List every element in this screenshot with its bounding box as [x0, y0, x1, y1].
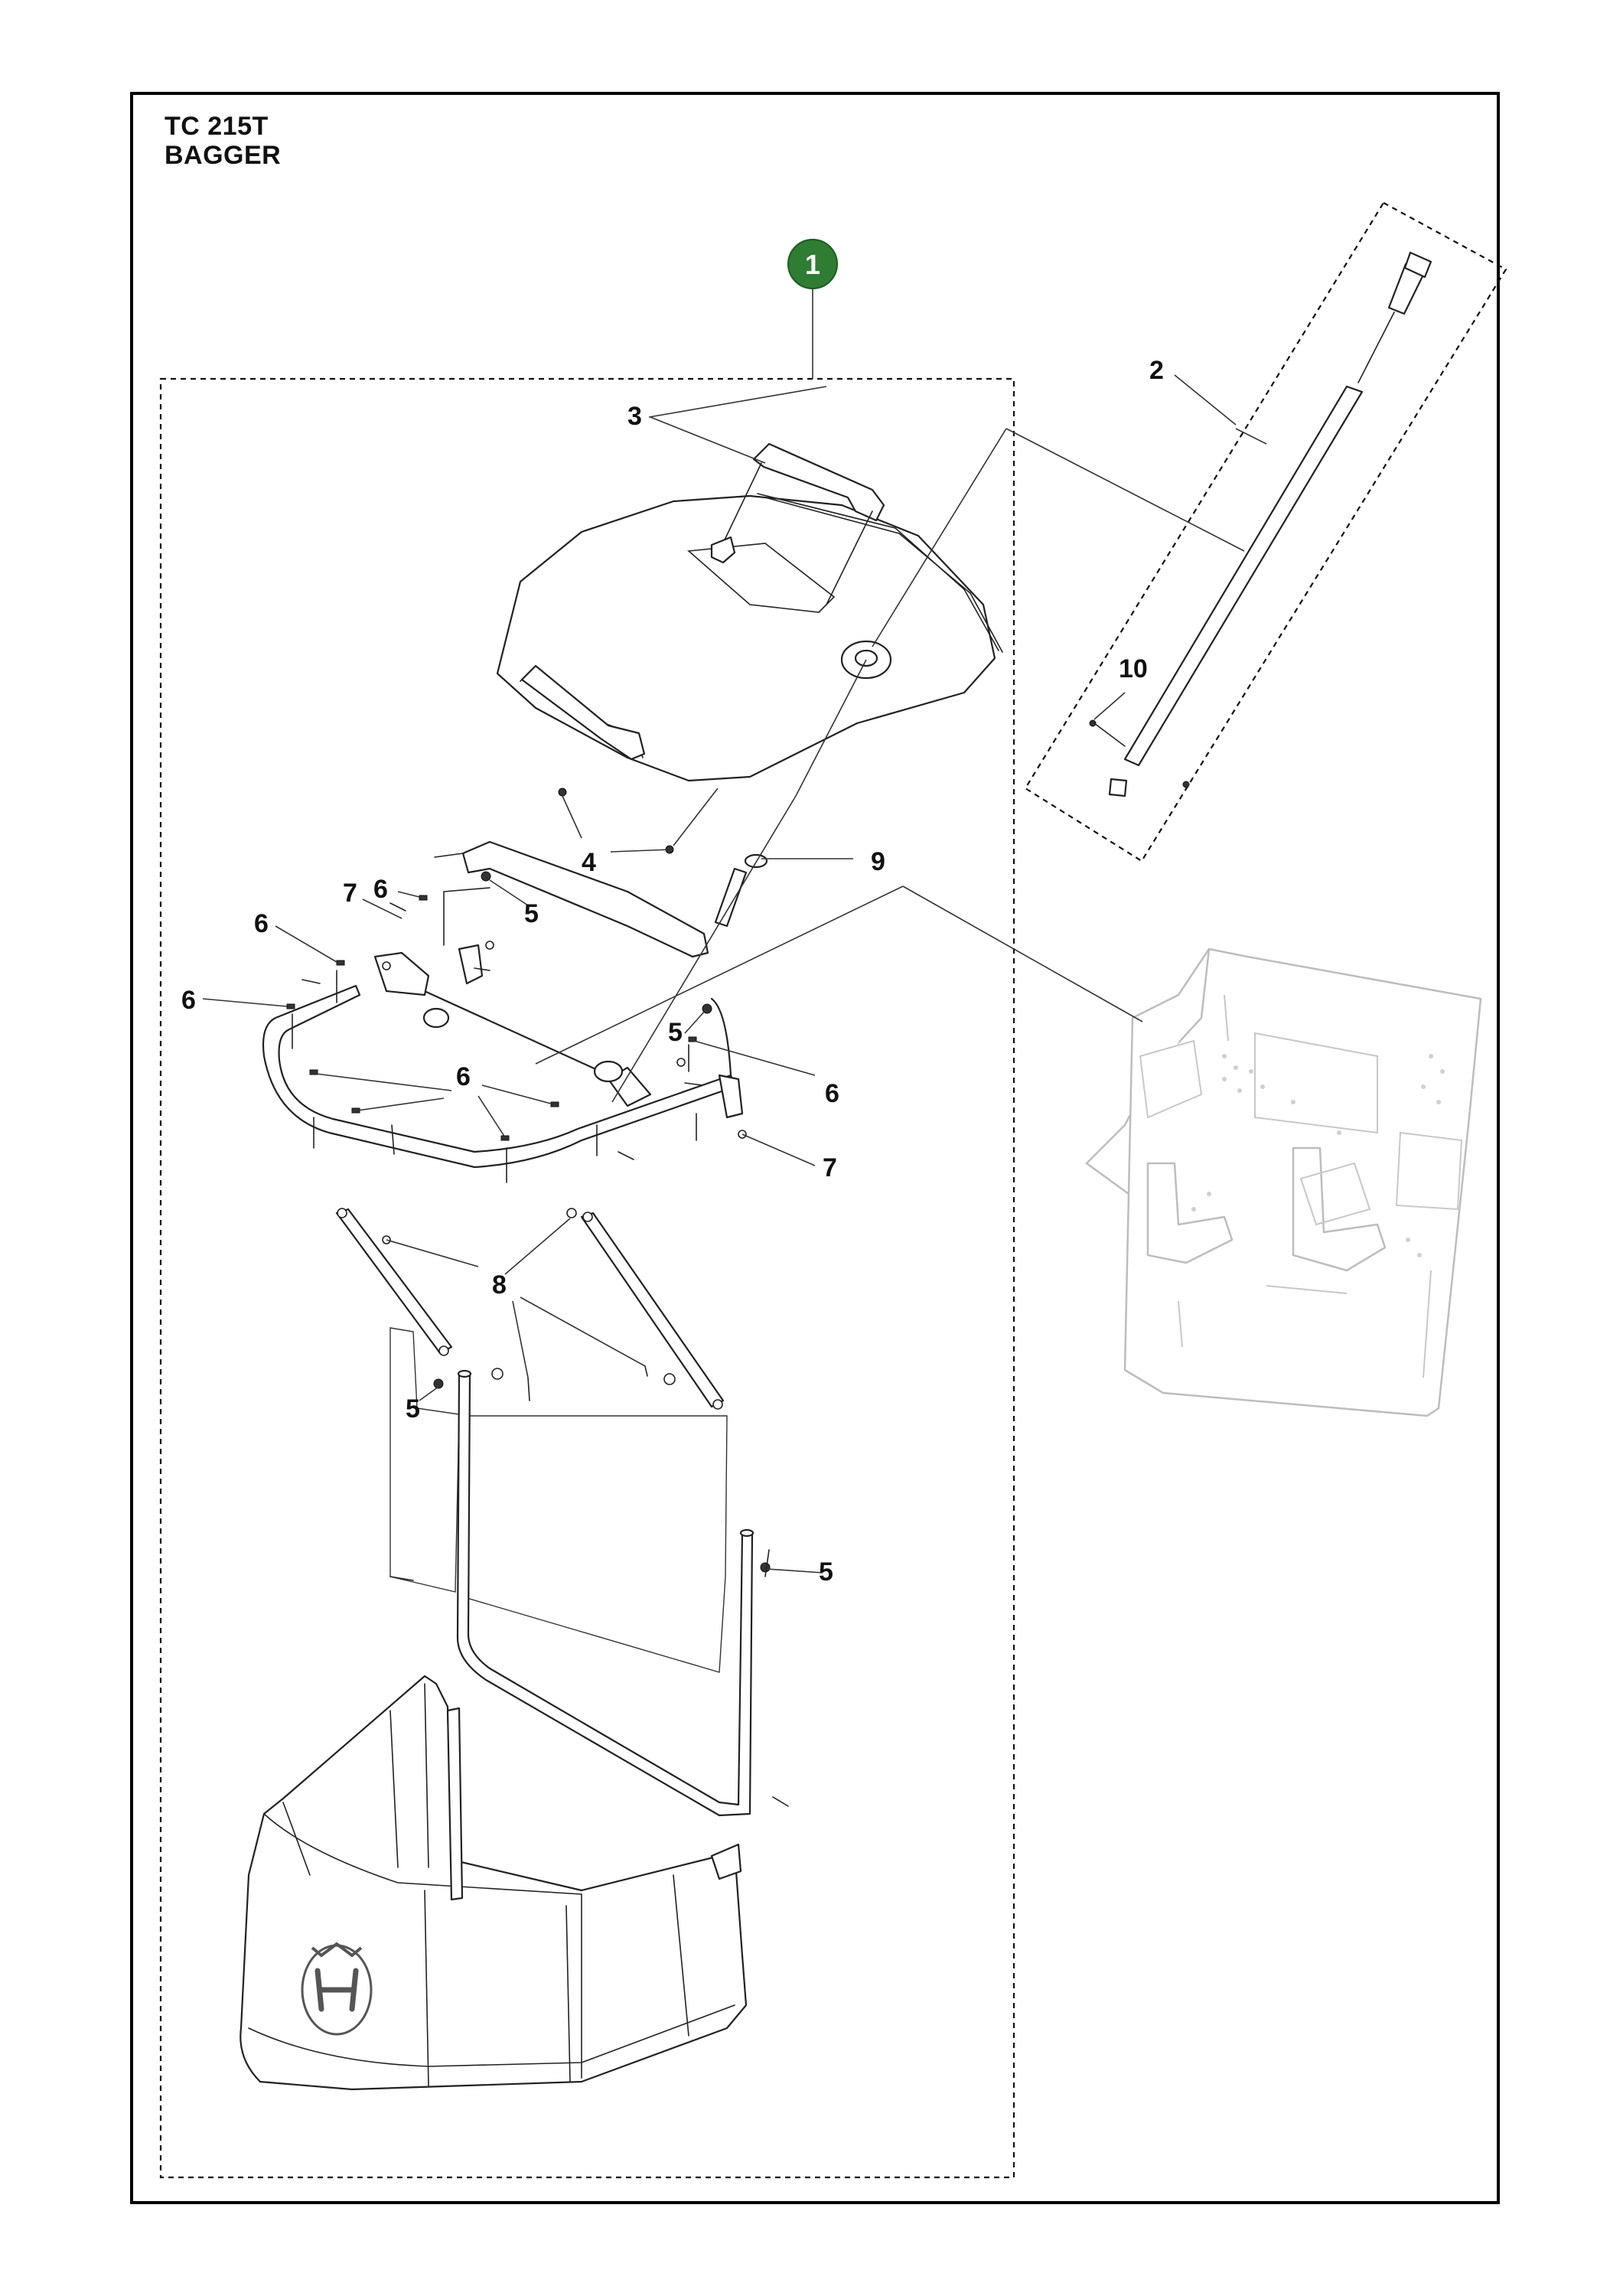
husqvarna-crown-logo-icon	[301, 1942, 373, 2036]
callout-7-left: 7	[343, 879, 357, 908]
callout-6-far-left: 6	[181, 986, 196, 1015]
callout-6-right: 6	[825, 1079, 839, 1108]
callout-6-center: 6	[456, 1062, 471, 1091]
callout-5-lower-left: 5	[406, 1394, 420, 1424]
callout-labels: 2 3 4 5 5 5 5 6 6 6 6 6 7 7 8 9 10	[181, 356, 1164, 1587]
callout-7-right: 7	[823, 1153, 837, 1182]
drawing-border	[130, 92, 1500, 2204]
assembly-group-box	[159, 377, 1015, 2179]
handle-rod-part	[1089, 251, 1432, 797]
callout-4: 4	[582, 848, 596, 877]
callout-leaders	[202, 374, 1267, 1574]
bagger-lid-part	[496, 442, 1003, 782]
assembly-badge-label: 1	[805, 249, 820, 280]
callout-8: 8	[492, 1270, 507, 1300]
grass-bag-part	[240, 1675, 748, 2091]
callout-5-right: 5	[668, 1018, 683, 1047]
tube-frame-part	[456, 1369, 754, 1817]
callout-5-lower-right: 5	[819, 1557, 833, 1587]
rear-panel-part	[389, 1327, 728, 1673]
callout-9: 9	[871, 847, 885, 876]
support-bar-part	[335, 1208, 725, 1410]
mower-mount-plate-reference	[1085, 947, 1482, 1417]
assembly-badge-circle	[787, 239, 838, 289]
callout-3: 3	[627, 402, 642, 431]
hardware-fasteners	[286, 788, 789, 1807]
spacer-tube-part	[714, 853, 768, 928]
callout-6-left: 6	[254, 909, 269, 938]
handle-kit-group-box	[1024, 201, 1507, 863]
callout-10: 10	[1119, 654, 1148, 683]
assembly-badge: 1	[787, 239, 838, 379]
callout-6-top: 6	[373, 875, 388, 904]
callout-2: 2	[1149, 356, 1164, 385]
model-title: TC 215T	[165, 112, 269, 141]
section-title: BAGGER	[165, 141, 282, 170]
callout-5-upper: 5	[524, 899, 539, 928]
